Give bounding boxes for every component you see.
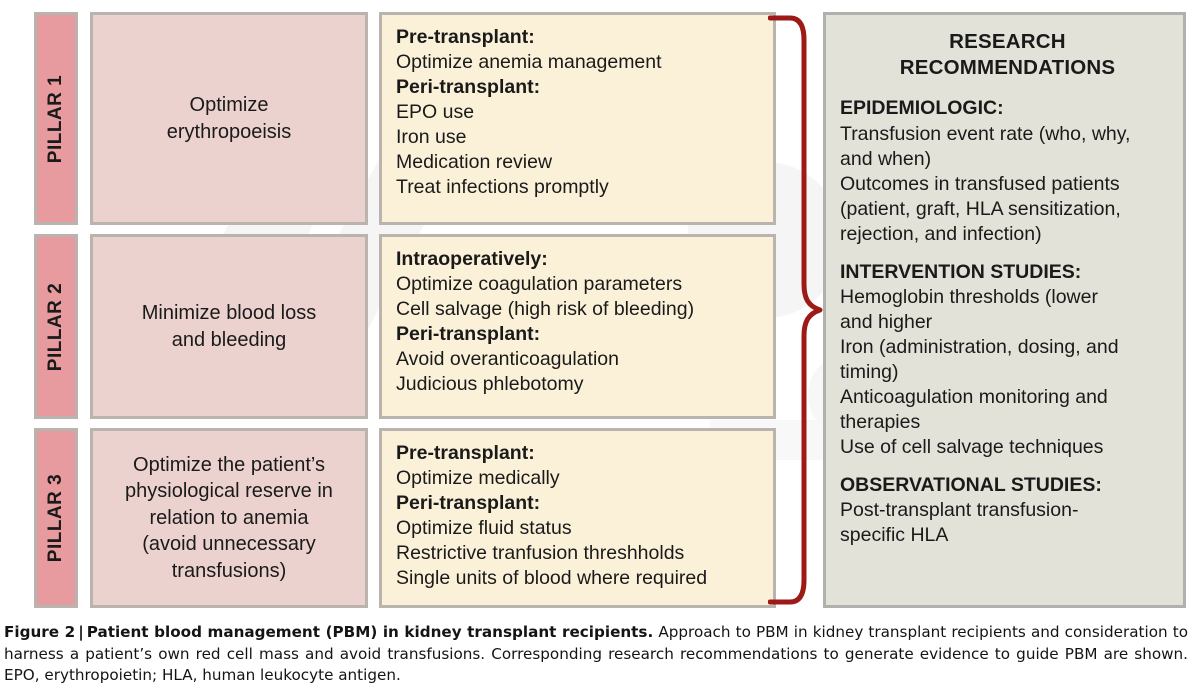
pillar-summary-line: Optimize the patient’s [133, 454, 325, 477]
pillar-summary-text-3: Optimize the patient’s physiological res… [125, 452, 333, 584]
pillar-summary-box-3: Optimize the patient’s physiological res… [90, 428, 368, 608]
research-line: specific HLA [840, 524, 949, 547]
research-line: timing) [840, 360, 899, 383]
action-box-2: Intraoperatively: Optimize coagulation p… [379, 234, 776, 419]
research-line: Post-transplant transfusion- [840, 499, 1079, 522]
action-line: Pre-transplant: [396, 26, 535, 48]
action-line: Optimize fluid status [396, 517, 572, 540]
research-section-heading: INTERVENTION STUDIES: [840, 260, 1082, 283]
section-spacer [840, 247, 1175, 260]
figure-caption-separator: | [78, 623, 84, 641]
research-line: and higher [840, 310, 933, 333]
diagram-body: PILLAR 1 Optimize erythropoeisis Pre-tra… [34, 12, 1186, 608]
action-box-1: Pre-transplant: Optimize anemia manageme… [379, 12, 776, 225]
research-recommendations-panel: RESEARCH RECOMMENDATIONS EPIDEMIOLOGIC: … [823, 12, 1186, 608]
research-line: Transfusion event rate (who, why, [840, 122, 1131, 145]
pillar-summary-text-1: Optimize erythropoeisis [167, 92, 292, 145]
figure-caption-title: Patient blood management (PBM) in kidney… [86, 623, 654, 641]
action-line: Peri-transplant: [396, 323, 541, 346]
pillar-label-2: PILLAR 2 [45, 282, 67, 371]
action-line: Judicious phlebotomy [396, 373, 584, 396]
research-line: Iron (administration, dosing, and [840, 335, 1119, 358]
action-line: Cell salvage (high risk of bleeding) [396, 298, 695, 321]
pillar-strip-1: PILLAR 1 [34, 12, 78, 225]
curly-brace-icon [768, 15, 823, 605]
research-line: Hemoglobin thresholds (lower [840, 285, 1098, 308]
pillar-summary-line: relation to anemia [149, 506, 309, 529]
action-line: Optimize medically [396, 467, 560, 490]
pillar-summary-line: (avoid unnecessary [142, 533, 316, 556]
research-panel-title: RESEARCH RECOMMENDATIONS [840, 29, 1175, 81]
research-section-epidemiologic: EPIDEMIOLOGIC: Transfusion event rate (w… [840, 96, 1175, 246]
research-line: and when) [840, 147, 932, 170]
pillar-summary-line: Optimize [189, 94, 269, 117]
figure-caption: Figure 2|Patient blood management (PBM) … [0, 622, 1192, 687]
research-section-heading: EPIDEMIOLOGIC: [840, 97, 1004, 120]
research-title-line: RECOMMENDATIONS [899, 56, 1116, 80]
pillar-summary-line: transfusions) [171, 559, 287, 582]
research-line: rejection, and infection) [840, 222, 1042, 245]
action-line: Optimize anemia management [396, 51, 662, 74]
action-line: Medication review [396, 151, 553, 174]
pillar-summary-text-2: Minimize blood loss and bleeding [142, 300, 317, 353]
pillar-summary-line: Minimize blood loss [141, 302, 317, 325]
action-line: Peri-transplant: [396, 492, 541, 515]
pillar-summary-line: and bleeding [171, 328, 287, 351]
action-line: Optimize coagulation parameters [396, 273, 683, 296]
pillar-summary-line: physiological reserve in [125, 480, 333, 503]
research-line: therapies [840, 411, 921, 434]
action-line: Iron use [396, 126, 467, 149]
action-line: Restrictive tranfusion threshholds [396, 542, 685, 565]
action-line: Treat infections promptly [396, 176, 609, 199]
research-panel-body: EPIDEMIOLOGIC: Transfusion event rate (w… [840, 96, 1175, 548]
research-section-intervention-studies: INTERVENTION STUDIES: Hemoglobin thresho… [840, 260, 1175, 460]
pillar-label-3: PILLAR 3 [45, 473, 67, 563]
action-box-3: Pre-transplant: Optimize medically Peri-… [379, 428, 776, 608]
figure-caption-body: Approach to PBM in kidney transplant rec… [4, 623, 1188, 685]
action-line: Intraoperatively: [396, 248, 548, 270]
research-line: Outcomes in transfused patients [840, 172, 1120, 195]
pillar-strip-2: PILLAR 2 [34, 234, 78, 419]
research-section-observational-studies: OBSERVATIONAL STUDIES: Post-transplant t… [840, 473, 1175, 548]
pillar-summary-line: erythropoeisis [166, 120, 292, 143]
research-title-line: RESEARCH [949, 30, 1066, 53]
pillar-label-1: PILLAR 1 [45, 74, 67, 163]
research-line: (patient, graft, HLA sensitization, [840, 197, 1121, 220]
action-line: Avoid overanticoagulation [396, 348, 619, 371]
action-line: Peri-transplant: [396, 76, 541, 99]
pillar-summary-box-1: Optimize erythropoeisis [90, 12, 368, 225]
research-section-heading: OBSERVATIONAL STUDIES: [840, 474, 1102, 497]
research-line: Use of cell salvage techniques [840, 436, 1104, 459]
figure-caption-lead: Figure 2 [4, 623, 76, 641]
pillar-strip-3: PILLAR 3 [34, 428, 78, 608]
section-spacer [840, 460, 1175, 473]
action-line: Single units of blood where required [396, 567, 708, 590]
pillar-summary-box-2: Minimize blood loss and bleeding [90, 234, 368, 419]
action-line: Pre-transplant: [396, 442, 535, 464]
action-line: EPO use [396, 101, 475, 124]
research-line: Anticoagulation monitoring and [840, 385, 1108, 408]
